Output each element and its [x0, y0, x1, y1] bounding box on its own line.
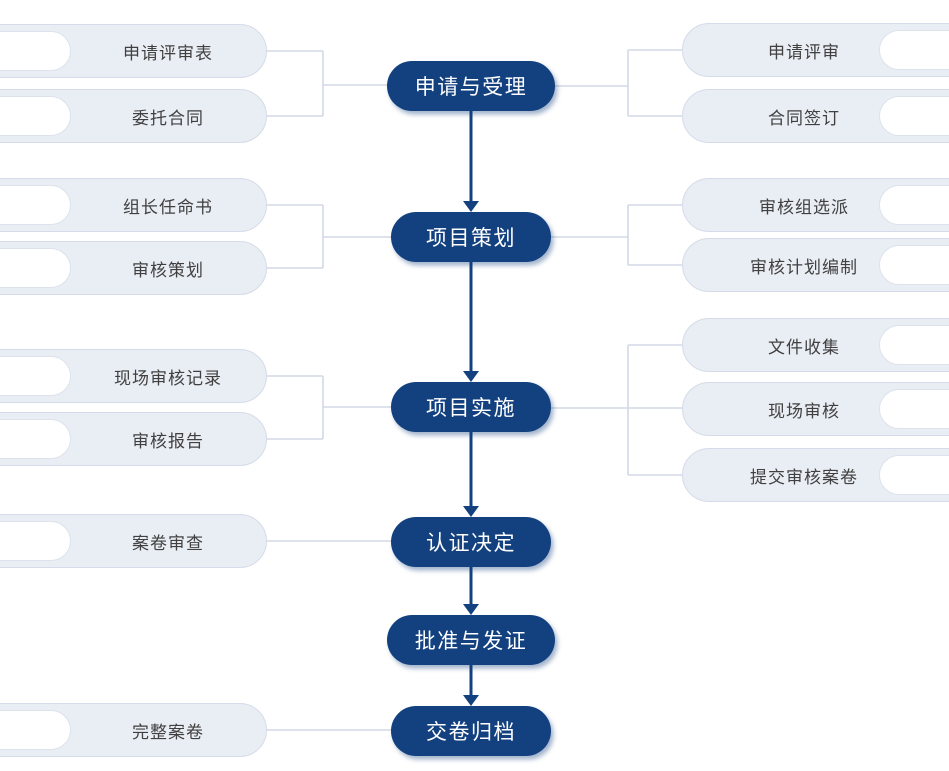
activity-pill-label: 现场审核 — [768, 401, 840, 421]
activity-pill: 审核组选派 — [682, 178, 949, 232]
bracket-connector-line — [555, 49, 682, 117]
document-pill-label: 组长任命书 — [123, 197, 213, 217]
activity-pill: 文件收集 — [682, 318, 949, 372]
arrowhead-icon — [463, 695, 479, 706]
pill-right-notch — [879, 30, 949, 70]
activity-pill-label: 申请评审 — [768, 42, 840, 62]
pill-right-notch — [879, 185, 949, 225]
document-pill-label: 申请评审表 — [123, 43, 213, 63]
pill-right-notch — [879, 455, 949, 495]
flow-arrow-down — [463, 111, 479, 212]
flow-arrow-down — [463, 665, 479, 706]
flow-step-node: 项目实施 — [391, 382, 551, 432]
pill-left-notch — [0, 710, 71, 750]
bracket-connector-line — [267, 375, 392, 440]
document-pill: 审核策划 — [0, 241, 267, 295]
document-pill: 现场审核记录 — [0, 349, 267, 403]
document-pill-label: 完整案卷 — [132, 722, 204, 742]
arrowhead-icon — [463, 201, 479, 212]
activity-pill-label: 提交审核案卷 — [750, 467, 858, 487]
document-pill: 申请评审表 — [0, 24, 267, 78]
document-pill: 委托合同 — [0, 89, 267, 143]
document-pill: 审核报告 — [0, 412, 267, 466]
activity-pill: 审核计划编制 — [682, 238, 949, 292]
pill-left-notch — [0, 31, 71, 71]
pill-left-notch — [0, 356, 71, 396]
activity-pill: 合同签订 — [682, 89, 949, 143]
flow-arrow-down — [463, 567, 479, 615]
document-pill-label: 案卷审查 — [132, 533, 204, 553]
document-pill: 案卷审查 — [0, 514, 267, 568]
flow-arrow-down — [463, 432, 479, 517]
arrowhead-icon — [463, 371, 479, 382]
document-pill-label: 委托合同 — [132, 108, 204, 128]
activity-pill-label: 审核组选派 — [759, 197, 849, 217]
bracket-connector-line — [267, 204, 392, 269]
arrowhead-icon — [463, 604, 479, 615]
pill-right-notch — [879, 96, 949, 136]
bracket-connector-line — [551, 204, 682, 266]
bracket-connector-line — [267, 50, 388, 117]
flow-step-node: 批准与发证 — [387, 615, 555, 665]
document-pill: 完整案卷 — [0, 703, 267, 757]
pill-right-notch — [879, 245, 949, 285]
flow-step-node: 交卷归档 — [391, 706, 551, 756]
activity-pill: 申请评审 — [682, 23, 949, 77]
document-pill-label: 审核报告 — [132, 431, 204, 451]
document-pill-label: 审核策划 — [132, 260, 204, 280]
flow-step-node: 申请与受理 — [387, 61, 555, 111]
pill-left-notch — [0, 96, 71, 136]
document-pill: 组长任命书 — [0, 178, 267, 232]
flow-step-node: 项目策划 — [391, 212, 551, 262]
activity-pill-label: 合同签订 — [768, 108, 840, 128]
pill-left-notch — [0, 521, 71, 561]
flow-arrow-down — [463, 262, 479, 382]
document-pill-label: 现场审核记录 — [114, 368, 222, 388]
pill-right-notch — [879, 389, 949, 429]
pill-right-notch — [879, 325, 949, 365]
arrowhead-icon — [463, 506, 479, 517]
activity-pill: 提交审核案卷 — [682, 448, 949, 502]
flow-step-node: 认证决定 — [391, 517, 551, 567]
activity-pill-label: 审核计划编制 — [750, 257, 858, 277]
bracket-connector-line — [551, 344, 682, 476]
activity-pill: 现场审核 — [682, 382, 949, 436]
pill-left-notch — [0, 248, 71, 288]
activity-pill-label: 文件收集 — [768, 337, 840, 357]
pill-left-notch — [0, 185, 71, 225]
pill-left-notch — [0, 419, 71, 459]
